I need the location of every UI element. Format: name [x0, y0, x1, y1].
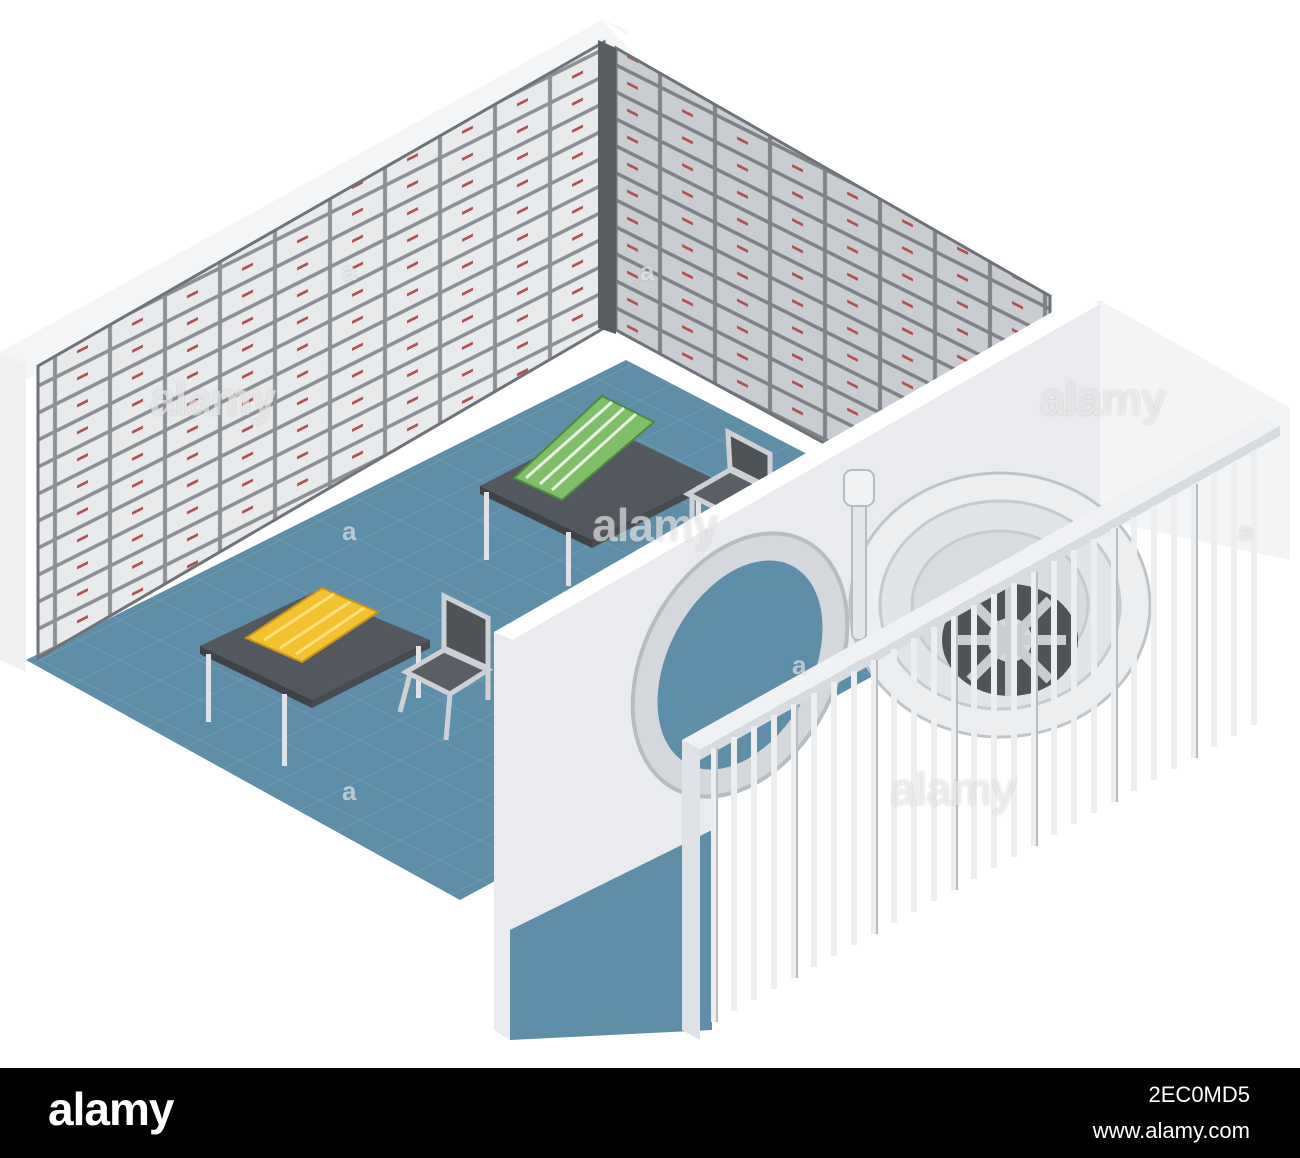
chair-2 — [397, 591, 494, 741]
outer-wall-top — [0, 20, 628, 380]
stock-footer-bar: alamy 2EC0MD5 www.alamy.com — [0, 1068, 1300, 1158]
table-gold — [200, 586, 430, 766]
footer-logo: alamy — [48, 1083, 174, 1135]
wall-corner-shadow — [598, 40, 616, 334]
bar-gate — [682, 416, 1280, 1040]
footer-image-id: 2EC0MD5 — [1148, 1082, 1250, 1107]
outer-wall-left-face — [0, 352, 26, 672]
bank-vault-illustration — [0, 20, 1290, 1040]
partition-wall-top — [494, 296, 1100, 640]
outer-wall-top-right — [602, 20, 1060, 300]
side-room-floor — [510, 830, 712, 1040]
footer-url: www.alamy.com — [1092, 1118, 1250, 1143]
